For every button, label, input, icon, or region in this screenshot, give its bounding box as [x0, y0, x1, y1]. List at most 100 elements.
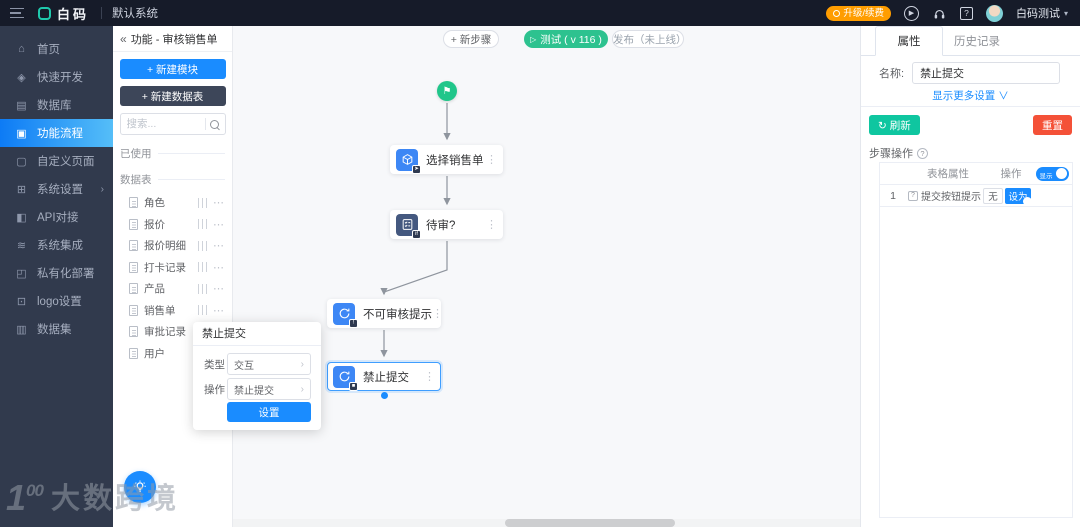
help-circle-icon[interactable]: ?: [917, 147, 928, 159]
settings-button[interactable]: 设置: [227, 402, 311, 422]
document-icon: [129, 240, 138, 252]
flow-edges: [380, 103, 451, 358]
table-item-quote-detail[interactable]: 报价明细⋯: [113, 235, 232, 257]
tab-properties[interactable]: 属性: [875, 26, 943, 56]
sidebar-item-custom-page[interactable]: ▢自定义页面: [0, 147, 113, 175]
stop-badge: ■: [349, 381, 358, 391]
menu-toggle-icon[interactable]: [10, 8, 24, 18]
sidebar-item-quick-dev[interactable]: ◈快速开发: [0, 63, 113, 91]
page-icon: ▢: [16, 155, 27, 168]
chevron-down-icon: ▾: [1063, 8, 1068, 18]
document-icon: [129, 347, 138, 359]
system-name[interactable]: 默认系统: [112, 8, 159, 20]
more-icon[interactable]: ⋯: [213, 261, 225, 274]
sidebar-item-database[interactable]: ▤数据库: [0, 91, 113, 119]
table-item-quote[interactable]: 报价⋯: [113, 214, 232, 236]
support-headset-icon[interactable]: [932, 6, 947, 21]
sidebar-item-private-deploy[interactable]: ◰私有化部署: [0, 259, 113, 287]
row-prop-label: 提交按钮提示: [921, 192, 981, 203]
step-operations-label: 步骤操作: [869, 148, 913, 160]
publish-button[interactable]: 发布（未上线）: [612, 30, 687, 48]
sidebar-item-logo-settings[interactable]: ⊡logo设置: [0, 287, 113, 315]
refresh-action-icon: ■: [333, 365, 358, 391]
node-menu-icon[interactable]: ⋮: [424, 371, 435, 383]
cube-icon: ◈: [17, 71, 26, 84]
help-doc-icon[interactable]: ?: [959, 6, 973, 20]
flow-canvas[interactable]: + 新步骤 ▷测试 ( v 116 ) 发布（未上线） ⚑ ➤ 选择销售单 ⋮ …: [233, 26, 860, 527]
user-avatar[interactable]: [985, 4, 1003, 22]
sidebar-item-api[interactable]: ◧API对接: [0, 203, 113, 231]
column-header-prop: 表格属性: [927, 168, 969, 180]
topbar-divider: [101, 7, 103, 19]
node-select-sales-order[interactable]: ➤ 选择销售单 ⋮: [390, 145, 503, 174]
document-icon: [129, 197, 138, 209]
back-button[interactable]: «: [120, 31, 127, 46]
show-more-settings-link[interactable]: 显示更多设置 ∨: [932, 90, 1009, 102]
sidebar-item-function-flow[interactable]: ▣功能流程: [0, 119, 113, 147]
table-row: 1 ? 提交按钮提示 无 设为: [880, 185, 1072, 207]
more-icon[interactable]: ⋯: [213, 218, 225, 231]
type-label: 类型: [204, 358, 225, 371]
test-button[interactable]: ▷测试 ( v 116 ): [524, 30, 608, 48]
tune-icon[interactable]: [198, 219, 207, 230]
column-header-op: 操作: [1000, 168, 1022, 180]
more-icon[interactable]: ⋯: [213, 197, 225, 210]
tune-icon[interactable]: [198, 283, 207, 294]
node-pending-review[interactable]: if 待审? ⋮: [390, 210, 503, 239]
tab-history[interactable]: 历史记录: [954, 36, 1000, 48]
database-icon: ▤: [16, 99, 27, 112]
sidebar-item-integration[interactable]: ≋系统集成: [0, 231, 113, 259]
op-none-button[interactable]: 无: [983, 187, 1003, 204]
start-node[interactable]: ⚑: [437, 81, 457, 101]
help-square-icon[interactable]: ?: [908, 190, 918, 201]
module-panel: « 功能 - 审核销售单 + 新建模块 + 新建数据表 已使用 数据表 角色⋯ …: [113, 26, 233, 527]
type-select[interactable]: 交互›: [227, 353, 311, 375]
inspector-panel: 属性 历史记录 名称: 显示更多设置 ∨ ↻ 刷新 重置 步骤操作 ? 表格属性…: [860, 26, 1080, 527]
sidebar-item-home[interactable]: ⌂首页: [0, 35, 113, 63]
more-icon[interactable]: ⋯: [213, 283, 225, 296]
flow-title: 功能 - 审核销售单: [130, 33, 218, 46]
search-icon[interactable]: [209, 119, 219, 129]
alert-badge: !: [349, 318, 358, 328]
tune-icon[interactable]: [198, 262, 207, 273]
tune-icon[interactable]: [198, 240, 207, 251]
chevron-right-icon: ›: [300, 383, 304, 395]
node-cannot-review-prompt[interactable]: ! 不可审核提示 ⋮: [327, 299, 443, 328]
main-sidebar: ⌂首页 ◈快速开发 ▤数据库 ▣功能流程 ▢自定义页面 ⊞系统设置› ◧API对…: [0, 26, 113, 527]
new-table-button[interactable]: + 新建数据表: [119, 86, 226, 106]
table-item-clockin[interactable]: 打卡记录⋯: [113, 257, 232, 279]
node-menu-icon[interactable]: ⋮: [432, 308, 443, 320]
sidebar-item-system-settings[interactable]: ⊞系统设置›: [0, 175, 113, 203]
node-menu-icon[interactable]: ⋮: [486, 154, 497, 166]
table-item-product[interactable]: 产品⋯: [113, 278, 232, 300]
search-input[interactable]: [126, 118, 203, 130]
reset-button[interactable]: 重置: [1033, 115, 1072, 135]
operation-select[interactable]: 禁止提交›: [227, 378, 311, 400]
node-forbid-submit[interactable]: ■ 禁止提交 ⋮: [327, 362, 441, 399]
new-step-button[interactable]: + 新步骤: [443, 30, 499, 48]
tutorial-play-icon[interactable]: ▶: [903, 5, 919, 21]
tune-icon[interactable]: [198, 197, 207, 208]
sidebar-item-dataset[interactable]: ▥数据集: [0, 315, 113, 343]
refresh-button[interactable]: ↻ 刷新: [869, 115, 920, 135]
connection-dot[interactable]: [380, 392, 388, 399]
section-used: 已使用: [113, 146, 232, 161]
hint-bulb-button[interactable]: [124, 471, 156, 503]
table-item-role[interactable]: 角色⋯: [113, 192, 232, 214]
api-icon: ◧: [16, 211, 27, 224]
upgrade-button[interactable]: 升级/续费: [826, 5, 891, 21]
tune-icon[interactable]: [198, 305, 207, 316]
node-menu-icon[interactable]: ⋮: [486, 219, 497, 231]
horizontal-scrollbar-thumb[interactable]: [505, 519, 675, 527]
more-icon[interactable]: ⋯: [213, 304, 225, 317]
cursor-badge-icon: ➤: [412, 164, 421, 174]
new-module-button[interactable]: + 新建模块: [119, 59, 226, 79]
name-input[interactable]: [912, 62, 1061, 84]
operation-label: 操作: [204, 383, 225, 396]
show-all-toggle[interactable]: 显示: [1035, 166, 1069, 181]
user-menu[interactable]: 白码测试▾: [1015, 8, 1068, 20]
more-icon[interactable]: ⋯: [213, 240, 225, 253]
table-item-sales-order[interactable]: 销售单⋯: [113, 300, 232, 322]
upgrade-icon: [833, 9, 841, 17]
app-logo-icon: [38, 6, 51, 20]
